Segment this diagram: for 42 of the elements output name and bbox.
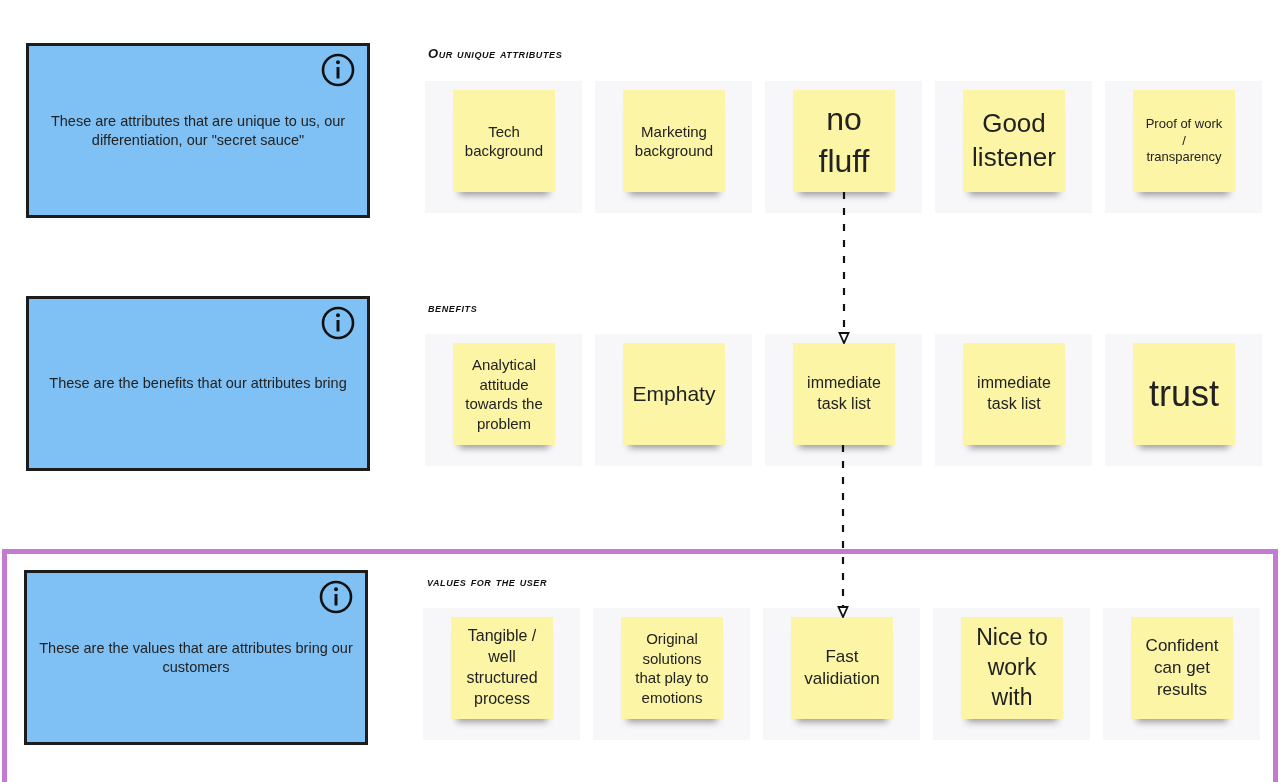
- note-text: Nice to work with: [975, 623, 1049, 712]
- sticky-note: [451, 617, 553, 719]
- note-text: Good listener: [971, 107, 1057, 174]
- note-text: immediate task list: [976, 373, 1052, 414]
- sticky-note: [963, 90, 1065, 192]
- card-description: These are the benefits that our attributes bring: [48, 374, 348, 393]
- note-text: immediate task list: [806, 373, 882, 414]
- sticky-note: [623, 90, 725, 192]
- note-text: Confident can get results: [1144, 634, 1220, 702]
- sticky-note: [621, 617, 723, 719]
- note-text: Fast validiation: [803, 645, 881, 690]
- dashed-arrow: [838, 192, 850, 344]
- card-description: These are attributes that are unique to us, our differentiation, our "secret sauce": [49, 111, 347, 150]
- sticky-note: [961, 617, 1063, 719]
- sticky-note: [1133, 90, 1235, 192]
- card-description: These are the values that are attributes bring our customers: [38, 638, 354, 677]
- sticky-note: [1131, 617, 1233, 719]
- note-text: Original solutions that play to emotions: [634, 629, 710, 707]
- note-text: Marketing background: [633, 121, 715, 161]
- sticky-note: [453, 343, 555, 445]
- sticky-note: [453, 90, 555, 192]
- section-heading: benefits: [428, 300, 478, 315]
- sticky-note: [1133, 343, 1235, 445]
- sticky-note: [623, 343, 725, 445]
- sticky-note: [791, 617, 893, 719]
- note-text: Emphaty: [631, 381, 717, 408]
- sticky-note: [793, 90, 895, 192]
- note-text: no fluff: [817, 100, 871, 181]
- dashed-arrow: [837, 445, 849, 618]
- info-card: [24, 570, 368, 745]
- info-card: [26, 296, 370, 471]
- note-text: Tangible / well structured process: [465, 626, 539, 709]
- note-text: Tech background: [463, 121, 545, 161]
- sticky-note: [963, 343, 1065, 445]
- section-heading: values for the user: [427, 574, 548, 589]
- info-card: [26, 43, 370, 218]
- note-text: trust: [1148, 371, 1220, 416]
- group-frame: [2, 549, 1278, 782]
- note-text: Analytical attitude towards the problem: [464, 355, 544, 433]
- sticky-note: [793, 343, 895, 445]
- note-text: Proof of work / transparency: [1144, 115, 1224, 167]
- section-heading: Our unique attributes: [428, 46, 563, 61]
